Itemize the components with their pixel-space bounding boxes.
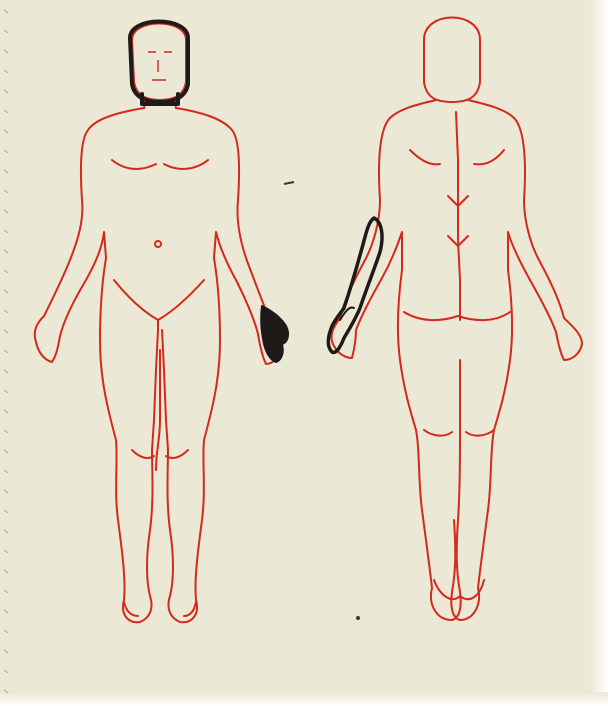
back-head-outline xyxy=(424,18,480,103)
back-left-body-outline xyxy=(332,100,461,620)
front-body-figure xyxy=(35,24,283,623)
back-buttocks xyxy=(404,312,510,320)
back-body-figure xyxy=(332,18,582,621)
back-right-body-outline xyxy=(451,100,582,620)
front-feet xyxy=(124,602,196,616)
front-groin-line xyxy=(114,280,204,320)
front-navel xyxy=(155,241,161,247)
front-chest-line xyxy=(112,160,208,169)
front-head-outline xyxy=(132,24,186,101)
front-left-body-outline xyxy=(35,108,158,622)
front-knee-lines xyxy=(132,450,188,458)
stray-dot xyxy=(356,616,360,620)
right-hand-marking xyxy=(261,306,288,362)
back-spine xyxy=(456,112,460,320)
stray-mark xyxy=(284,182,294,184)
front-face xyxy=(148,52,172,80)
front-right-body-outline xyxy=(162,108,282,622)
front-markings xyxy=(130,22,288,363)
